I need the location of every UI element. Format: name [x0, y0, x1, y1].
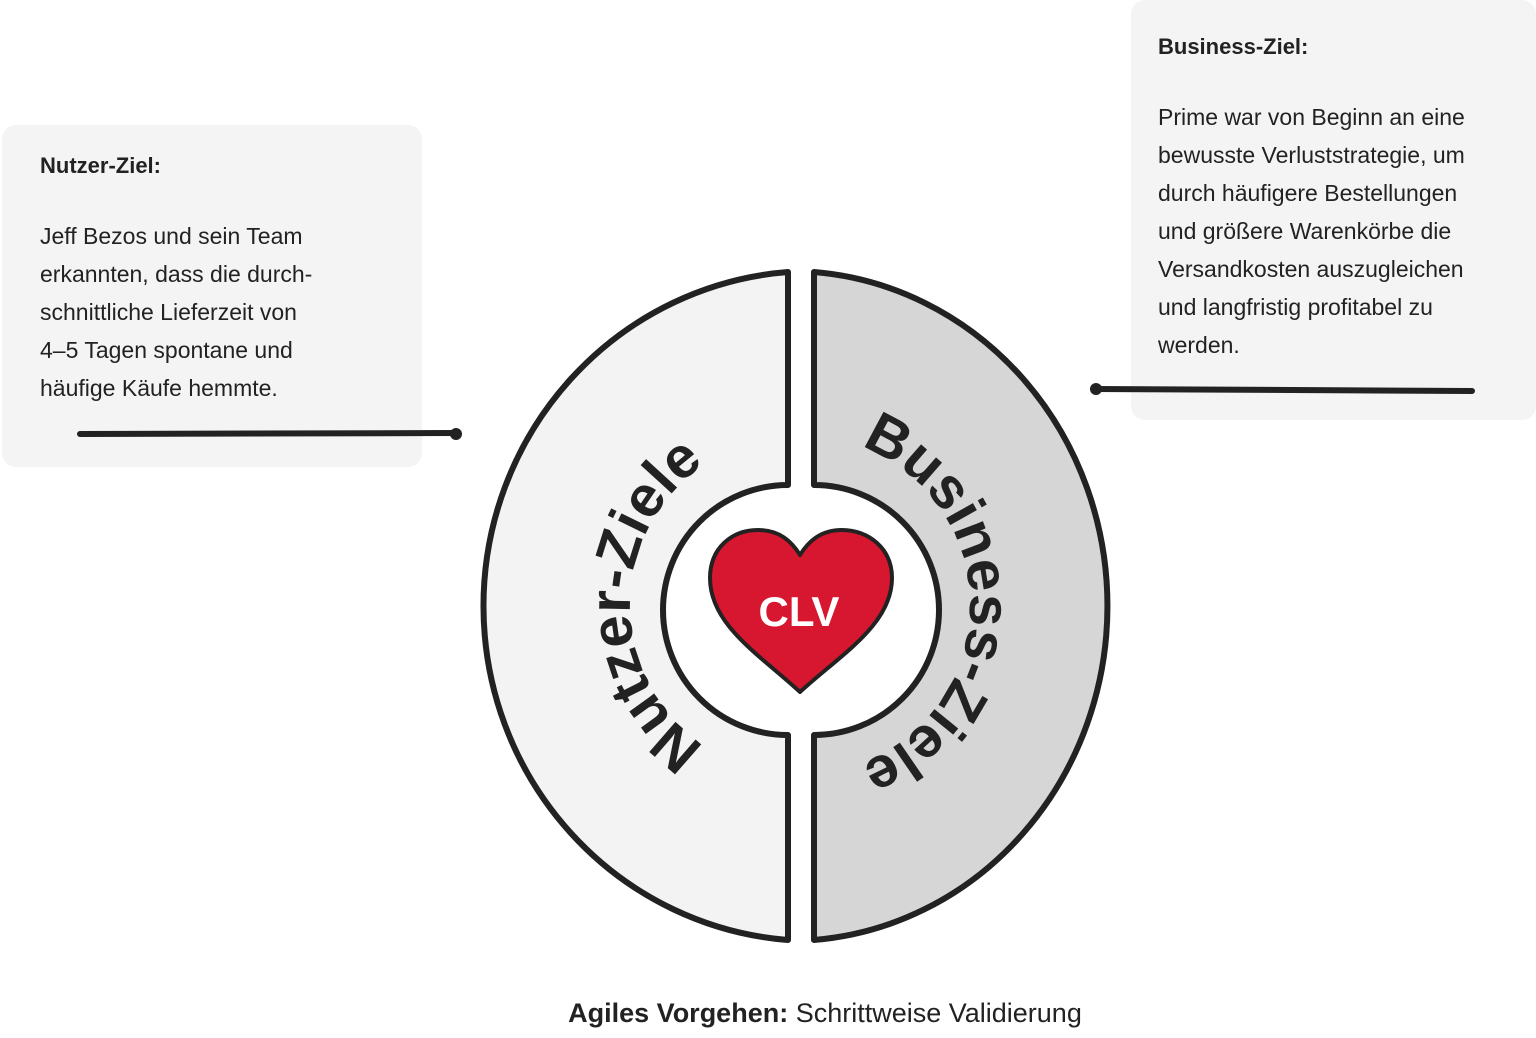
business-goal-connector [1092, 386, 1475, 394]
business-goal-title: Business-Ziel: [1158, 34, 1309, 59]
business-goal-box: Business-Ziel: Prime war von Beginn an e… [1131, 0, 1536, 420]
user-goal-box: Nutzer-Ziel: Jeff Bezos und sein Team er… [2, 125, 422, 467]
business-goal-text: Prime war von Beginn an eine bewusste Ve… [1158, 104, 1465, 358]
user-goal-text: Jeff Bezos und sein Team erkannten, dass… [40, 223, 313, 401]
business-goal-connector-dot [1090, 383, 1102, 395]
user-goal-connector [77, 430, 458, 437]
user-goal-title: Nutzer-Ziel: [40, 153, 161, 178]
user-goals-segment [480, 269, 791, 943]
business-goals-segment [811, 269, 1111, 943]
clv-label: CLV [759, 588, 840, 635]
caption: Agiles Vorgehen: Schrittweise Validierun… [0, 998, 1536, 1029]
caption-text: Schrittweise Validierung [788, 998, 1082, 1028]
caption-bold: Agiles Vorgehen: [568, 998, 789, 1028]
user-goal-connector-dot [450, 428, 462, 440]
heart-icon [708, 528, 894, 694]
